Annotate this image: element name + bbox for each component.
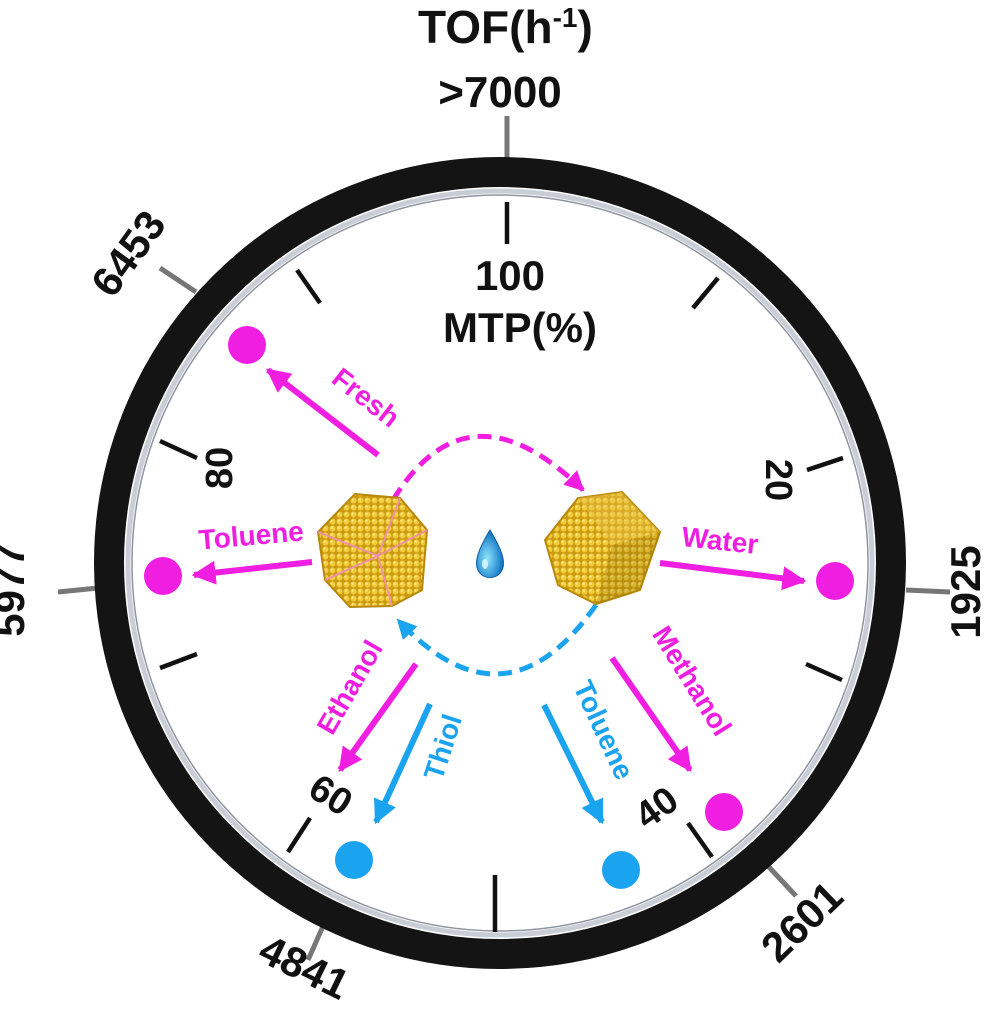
fresh-arrow [266, 367, 380, 458]
dial-inner-rim-shadow [131, 194, 869, 932]
outer-label-upper-left: 6453 [82, 202, 175, 305]
water-to-fresh-dashed-arrow [396, 603, 599, 677]
water-arrow [659, 560, 807, 591]
tof-title: TOF(h-1) [418, 1, 593, 53]
water-dot [816, 562, 854, 600]
outer-label-lower-left: 4841 [252, 925, 357, 1008]
outer-label-left: 5977 [0, 543, 33, 636]
magenta-arrows [191, 367, 807, 772]
methanol-arrow [609, 656, 693, 772]
inner-tick-3 [805, 661, 843, 683]
inner-tick-7 [159, 651, 198, 671]
toluene-lower-arrow [541, 703, 605, 825]
methanol-dot [705, 793, 743, 831]
blue-arrows [373, 702, 605, 825]
outer-tick-lower-right [766, 864, 798, 898]
ethanol-arrow [337, 662, 419, 772]
inner-ticks [159, 202, 844, 932]
mtp-label: MTP(%) [443, 304, 597, 351]
outer-label-lower-right: 2601 [752, 872, 852, 971]
toluene-left-dot [144, 557, 182, 595]
inner-tick-2 [806, 455, 844, 473]
outer-ticks [57, 116, 951, 962]
outer-tick-upper-left [158, 265, 198, 295]
water-drop-highlight [482, 559, 488, 569]
inner-tick-6 [286, 816, 312, 854]
thiol-dot [335, 841, 373, 879]
outer-tick-lower-left [305, 922, 327, 962]
inner-label-100: 100 [475, 252, 545, 299]
outer-tick-right [905, 587, 951, 595]
inner-label-20: 20 [757, 459, 799, 501]
dial-inner-rim [125, 188, 875, 938]
decahedron-nanoparticle-icon [316, 492, 429, 609]
toluene-left-arrow [191, 559, 313, 585]
inner-label-80: 80 [199, 447, 241, 489]
fresh-to-water-dashed-arrow [390, 433, 585, 502]
outer-label-right: 1925 [942, 545, 989, 638]
thiol-arrow [373, 702, 433, 825]
inner-tick-4 [686, 821, 714, 859]
inner-tick-1 [691, 276, 720, 310]
outer-label-top: >7000 [438, 68, 562, 117]
fresh-dot [228, 326, 266, 364]
outer-tick-left [57, 585, 99, 595]
inner-tick-9 [295, 268, 322, 305]
inner-tick-8 [159, 438, 198, 461]
cube-nanoparticle-icon [543, 490, 662, 606]
toluene-lower-dot [602, 851, 640, 889]
